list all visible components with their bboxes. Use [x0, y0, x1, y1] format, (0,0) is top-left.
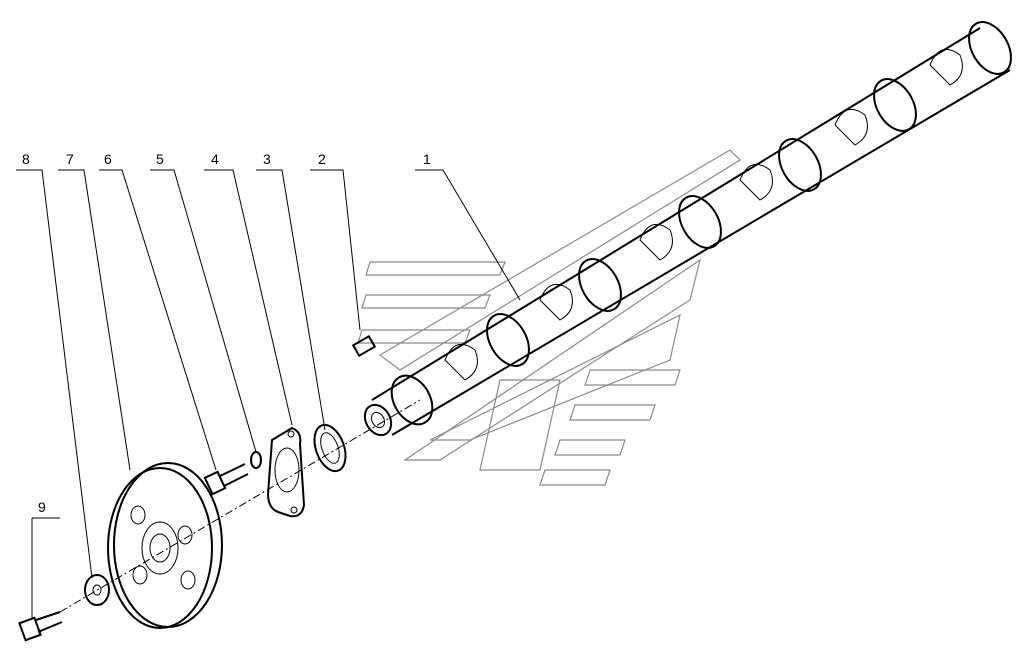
callout-1: 1 — [423, 151, 431, 167]
gear-washer — [84, 574, 110, 606]
callout-3: 3 — [263, 151, 271, 167]
thrust-ring — [313, 423, 347, 473]
watermark-logo — [357, 149, 741, 486]
callout-2: 2 — [318, 151, 326, 167]
gear-bolt — [203, 463, 249, 496]
leader-lines — [16, 169, 521, 618]
callout-6: 6 — [104, 151, 112, 167]
lock-washer — [250, 451, 262, 469]
dowel-pin — [351, 334, 377, 358]
camshaft-journals — [390, 21, 1012, 426]
camshaft-nose — [363, 403, 393, 437]
camshaft-gear — [107, 462, 223, 629]
callout-7: 7 — [66, 151, 74, 167]
callout-5: 5 — [156, 151, 164, 167]
camshaft — [363, 21, 1012, 437]
callout-8: 8 — [22, 151, 30, 167]
callout-9: 9 — [38, 499, 46, 515]
camshaft-lobes — [444, 48, 963, 381]
callout-labels: 1 2 3 4 5 6 7 8 9 — [22, 151, 431, 515]
callout-4: 4 — [211, 151, 219, 167]
thrust-plate — [266, 426, 306, 518]
center-bolt — [18, 611, 63, 642]
